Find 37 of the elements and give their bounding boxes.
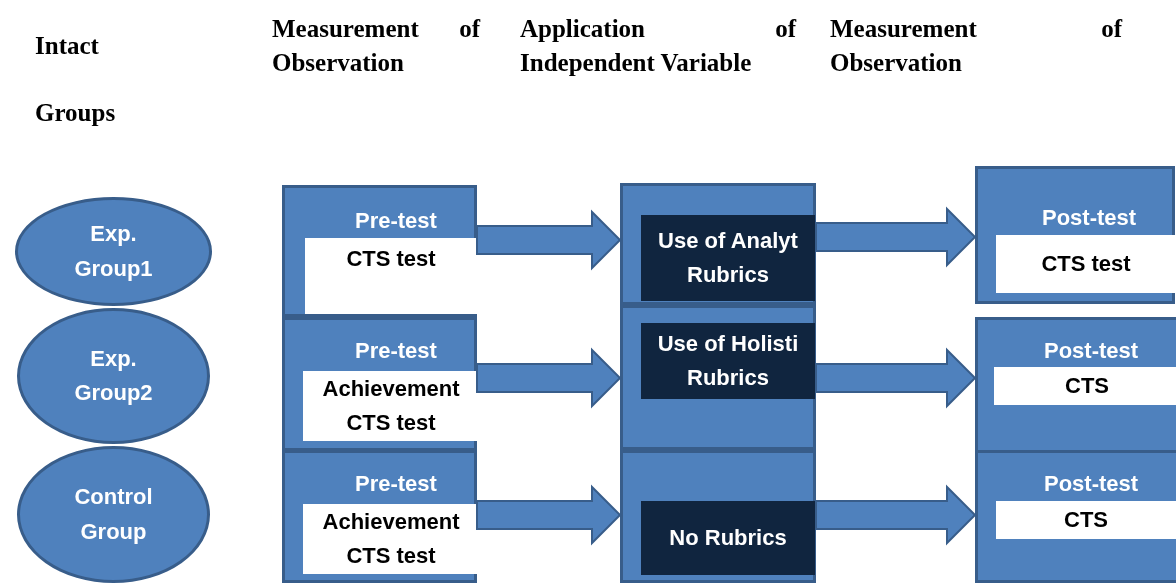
test-name: Achievement CTS test <box>303 504 479 574</box>
test-box <box>975 317 1176 453</box>
column-heading: Measurement of Observation <box>830 14 1122 78</box>
test-box <box>282 450 477 583</box>
test-box <box>975 450 1176 583</box>
test-heading: Pre-test <box>355 338 437 364</box>
treatment-box <box>620 183 816 305</box>
block-arrow <box>476 347 622 409</box>
test-heading: Post-test <box>1044 471 1139 497</box>
test-heading: Post-test <box>1042 205 1137 231</box>
test-heading: Pre-test <box>355 471 437 497</box>
treatment-box <box>620 450 816 583</box>
column-heading: Application of Independent Variable <box>520 14 796 78</box>
group-label: Exp. Group1 <box>73 220 154 283</box>
block-arrow <box>476 484 622 546</box>
treatment-label: Use of Holisti Rubrics <box>641 323 815 399</box>
test-box <box>282 317 477 451</box>
test-name: CTS test <box>305 238 477 314</box>
treatment-box <box>620 305 816 450</box>
column-heading: Measurement of Observation <box>272 14 480 78</box>
block-arrow <box>476 209 622 271</box>
test-name: CTS <box>996 501 1176 539</box>
block-arrow <box>815 347 977 409</box>
test-name: CTS test <box>996 235 1176 293</box>
test-name: Achievement CTS test <box>303 371 479 441</box>
test-box <box>282 185 477 317</box>
group-label: Exp. Group2 <box>73 344 154 407</box>
block-arrow <box>815 206 977 268</box>
test-heading: Pre-test <box>355 208 437 234</box>
block-arrow <box>815 484 977 546</box>
test-heading: Post-test <box>1044 338 1139 364</box>
column-heading: Intact Groups <box>35 31 117 128</box>
test-box <box>975 166 1175 304</box>
test-name: CTS <box>994 367 1176 405</box>
treatment-label: Use of Analyt Rubrics <box>641 215 815 301</box>
treatment-label: No Rubrics <box>641 501 815 575</box>
group-label: Control Group <box>73 483 154 546</box>
